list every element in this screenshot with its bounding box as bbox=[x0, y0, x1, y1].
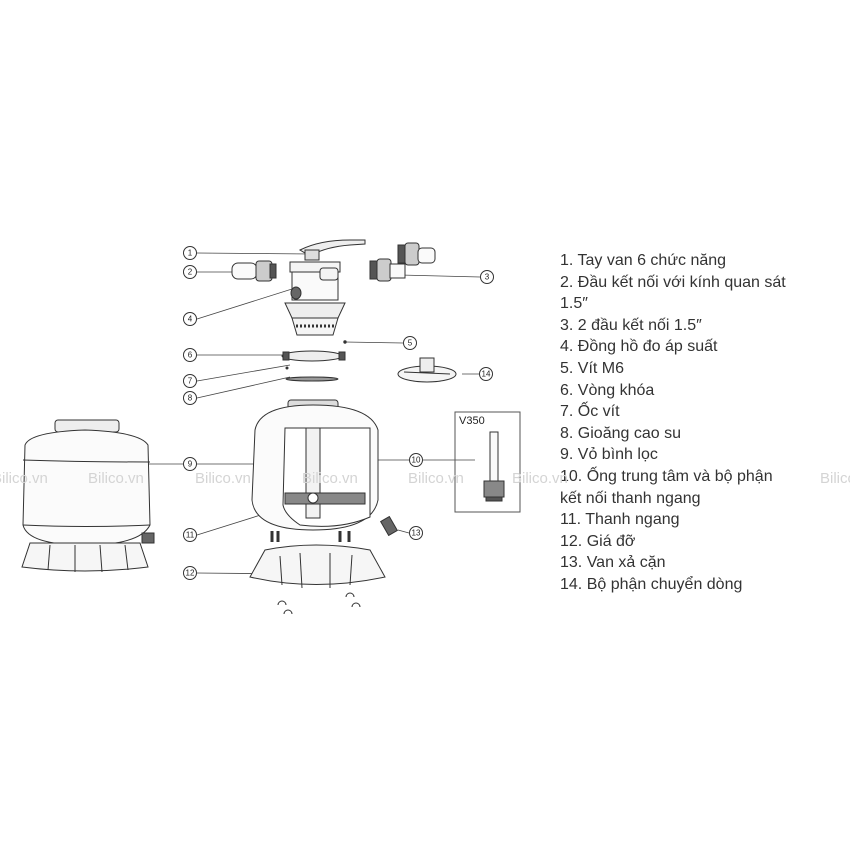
screw-m6 bbox=[343, 340, 347, 344]
callout-number: 2 bbox=[188, 268, 193, 277]
clamps bbox=[277, 592, 361, 615]
callout-number: 14 bbox=[482, 370, 491, 379]
v350-label: V350 bbox=[459, 415, 485, 427]
callout-circle bbox=[183, 528, 197, 542]
callout-circle bbox=[403, 336, 417, 350]
callout-circle bbox=[183, 312, 197, 326]
callout-number: 10 bbox=[412, 456, 421, 465]
callout-number: 13 bbox=[412, 529, 421, 538]
base-stand bbox=[249, 544, 386, 589]
legend-item: 8. Gioăng cao su bbox=[560, 424, 681, 442]
drain-valve bbox=[379, 515, 399, 537]
callout-circle bbox=[409, 453, 423, 467]
callout-circle bbox=[183, 348, 197, 362]
legend-item: 14. Bộ phận chuyển dòng bbox=[560, 575, 743, 593]
callout-number: 3 bbox=[485, 273, 490, 282]
callout-circle bbox=[183, 566, 197, 580]
callout-number: 8 bbox=[188, 394, 193, 403]
callout-circle bbox=[409, 526, 423, 540]
callout-circle bbox=[183, 265, 197, 279]
union-connectors bbox=[369, 242, 436, 282]
filter-tank-exterior bbox=[21, 419, 155, 573]
callout-circle bbox=[479, 367, 493, 381]
callout-number: 12 bbox=[186, 569, 195, 578]
rubber-gasket bbox=[285, 376, 339, 382]
legend-item: 9. Vỏ bình lọc bbox=[560, 446, 658, 464]
legend-item: 13. Van xả cặn bbox=[560, 554, 666, 572]
legend-item: 5. Vít M6 bbox=[560, 359, 625, 377]
legend-item: 3. 2 đầu kết nối 1.5″ bbox=[560, 316, 702, 334]
legend-item: 1. Tay van 6 chức năng bbox=[560, 252, 727, 269]
v350-box bbox=[454, 411, 521, 513]
callout-number: 6 bbox=[188, 351, 193, 360]
locking-ring bbox=[281, 350, 346, 362]
legend-item: 10. Ống trung tâm và bộ phận bbox=[560, 467, 773, 485]
callout-circle bbox=[183, 391, 197, 405]
legend-item: 4. Đồng hồ đo áp suất bbox=[560, 338, 718, 356]
callout-circle bbox=[183, 374, 197, 388]
legend-item: 1.5″ bbox=[560, 295, 588, 313]
flow-diffuser bbox=[397, 357, 457, 383]
callout-circle bbox=[183, 457, 197, 471]
callout-number: 9 bbox=[188, 460, 193, 469]
filter-tank-cutaway bbox=[251, 399, 379, 542]
callout-circle bbox=[183, 246, 197, 260]
legend-item: 11. Thanh ngang bbox=[560, 511, 680, 529]
screw bbox=[285, 366, 289, 370]
multiport-valve bbox=[284, 239, 366, 336]
callout-number: 1 bbox=[188, 249, 193, 258]
callout-circle bbox=[480, 270, 494, 284]
legend-item: kết nối thanh ngang bbox=[560, 489, 701, 507]
legend-item: 7. Ốc vít bbox=[560, 403, 620, 421]
callout-number: 7 bbox=[188, 377, 193, 386]
legend-item: 6. Vòng khóa bbox=[560, 381, 655, 399]
callout-number: 11 bbox=[186, 531, 195, 540]
legend-item: 12. Giá đỡ bbox=[560, 532, 636, 550]
callout-number: 4 bbox=[188, 315, 193, 324]
callout-number: 5 bbox=[408, 339, 413, 348]
sight-glass-connector bbox=[231, 260, 277, 282]
parts-legend: 1. Tay van 6 chức năng 2. Đầu kết nối với… bbox=[560, 250, 850, 596]
v350-center-pipe bbox=[483, 431, 505, 502]
legend-item: 2. Đầu kết nối với kính quan sát bbox=[560, 273, 786, 291]
